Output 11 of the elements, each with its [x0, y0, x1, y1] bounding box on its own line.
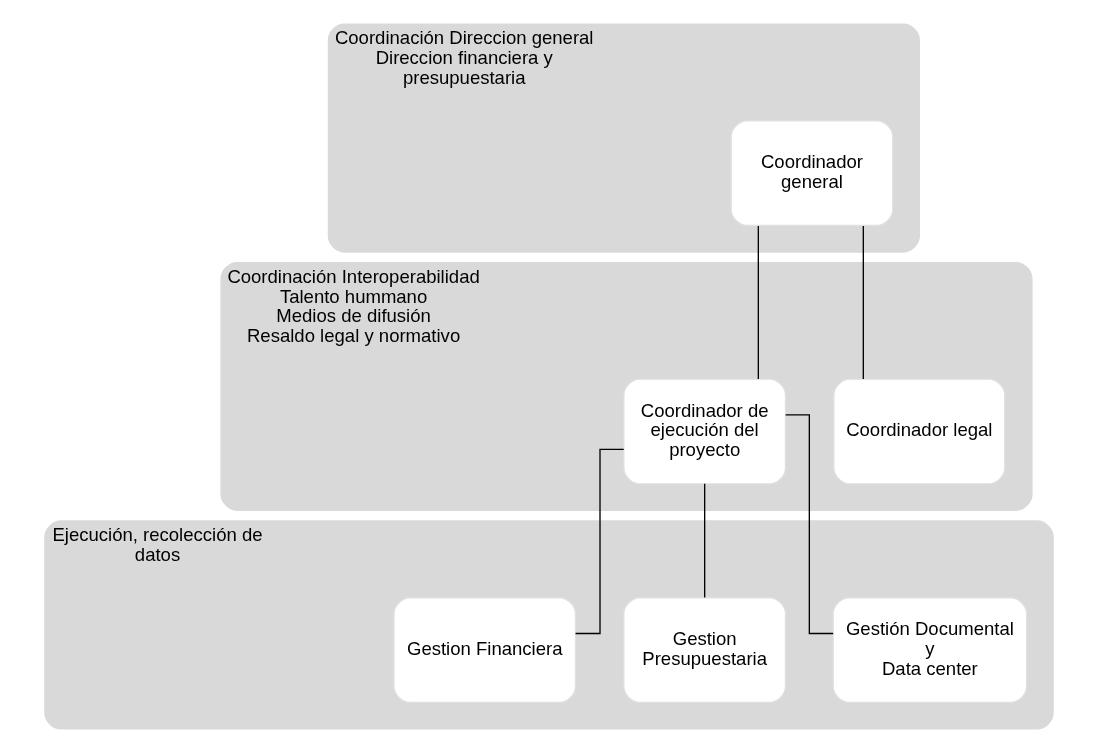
connector — [862, 225, 864, 380]
node-box: Gestión Documental y Data center — [832, 597, 1027, 704]
connector — [784, 414, 834, 635]
node-box: Coordinador general — [730, 120, 893, 227]
node-box: Gestion Presupuestaria — [622, 597, 786, 704]
node-box: Coordinador de ejecución del proyecto — [622, 378, 786, 485]
connector — [703, 483, 705, 599]
connector — [574, 448, 624, 635]
node-box: Gestion Financiera — [392, 597, 576, 704]
connector — [757, 225, 759, 380]
node-box: Coordinador legal — [832, 378, 1005, 485]
